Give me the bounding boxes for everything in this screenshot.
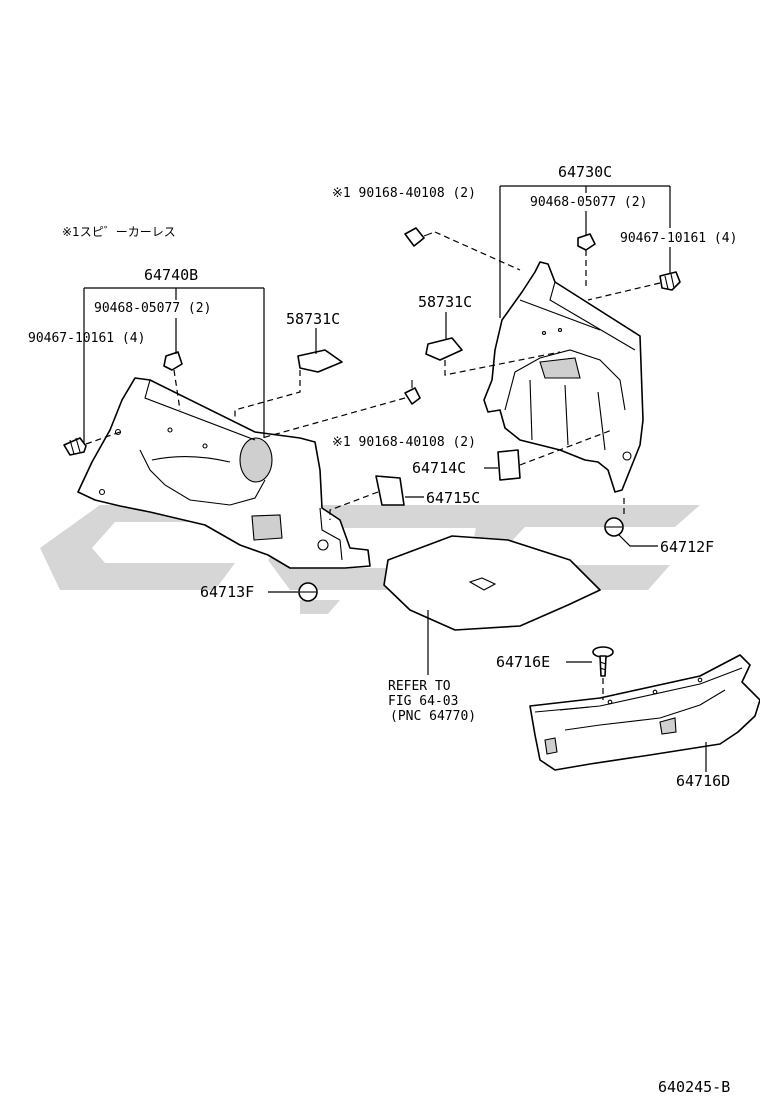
refer-note-line1: REFER TO (388, 679, 451, 694)
cover-58731C-right (425, 337, 463, 361)
clip-90468-right (577, 233, 596, 251)
label-64716E: 64716E (496, 653, 550, 671)
clip-64713F (298, 582, 318, 602)
bracket-64715C (375, 475, 405, 506)
label-64740B: 64740B (144, 266, 198, 284)
fastener-90467-left (63, 437, 87, 456)
label-90467-right: 90467-10161 (4) (620, 231, 737, 246)
refer-note-line2: FIG 64-03 (388, 694, 458, 709)
label-64715C: 64715C (426, 489, 480, 507)
page-code: 640245-B (658, 1078, 730, 1096)
label-90468-right: 90468-05077 (2) (530, 195, 647, 210)
label-64713F: 64713F (200, 583, 254, 601)
luggage-floor-mat (383, 535, 601, 631)
right-quarter-trim-panel (483, 261, 644, 493)
trunk-sill-trim (529, 654, 760, 771)
label-64714C: 64714C (412, 459, 466, 477)
cover-58731C-left (297, 349, 343, 373)
label-64716D: 64716D (676, 772, 730, 790)
fastener-90467-right (659, 271, 681, 291)
watermark-logo (40, 505, 700, 614)
refer-note-line3: (PNC 64770) (390, 709, 476, 724)
clip-90468-left (163, 351, 183, 371)
clip-64716E (592, 646, 614, 677)
label-58731C-right: 58731C (418, 293, 472, 311)
clip-64712F (604, 517, 624, 537)
label-90467-left: 90467-10161 (4) (28, 331, 145, 346)
bracket-64714C (497, 449, 521, 481)
label-64712F: 64712F (660, 538, 714, 556)
label-90468-left: 90468-05077 (2) (94, 301, 211, 316)
label-64730C: 64730C (558, 163, 612, 181)
screw-90168-top (404, 227, 433, 247)
label-90168-top: ※1 90168-40108 (2) (332, 186, 476, 201)
screw-90168-mid (404, 380, 421, 405)
left-quarter-trim-panel (77, 377, 371, 569)
speakerless-note: ※1スピ゛ーカーレス (62, 225, 176, 239)
speaker-grille (239, 437, 273, 483)
label-90168-mid: ※1 90168-40108 (2) (332, 435, 476, 450)
label-58731C-left: 58731C (286, 310, 340, 328)
